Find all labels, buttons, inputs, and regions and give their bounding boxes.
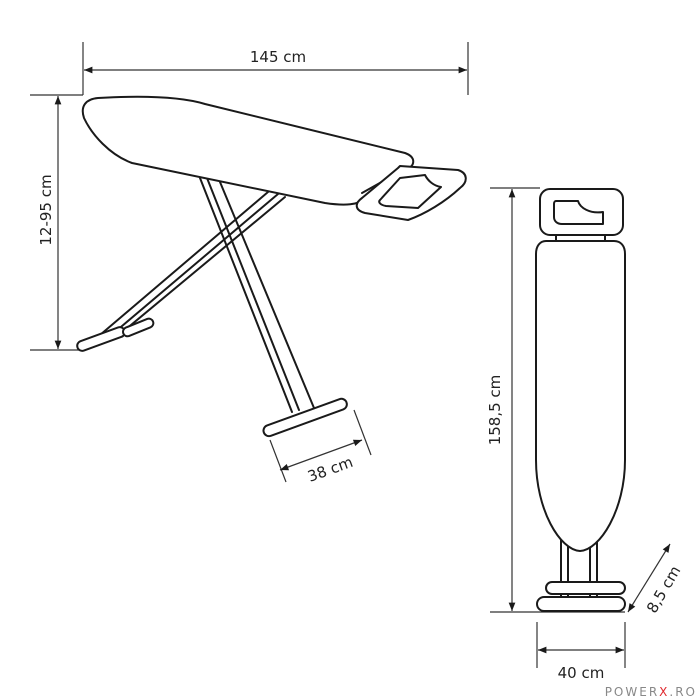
folded-height-label: 158,5 cm	[486, 375, 504, 446]
length-label: 145 cm	[250, 48, 306, 66]
iron-rest	[355, 165, 467, 221]
watermark-logo: POWERX.RO	[605, 685, 697, 699]
board-surface	[81, 95, 415, 206]
board-legs	[99, 177, 315, 413]
length-dimension: 145 cm	[82, 42, 469, 95]
folded-width-label: 40 cm	[558, 664, 605, 682]
folded-width-dimension: 40 cm	[536, 622, 626, 682]
left-feet	[76, 317, 155, 352]
front-foot-bar	[262, 397, 348, 438]
folded-board	[535, 188, 626, 612]
height-label: 12-95 cm	[37, 174, 55, 245]
folded-depth-label: 8,5 cm	[643, 563, 684, 617]
height-dimension: 12-95 cm	[30, 94, 83, 351]
folded-depth-dimension: 8,5 cm	[627, 543, 684, 617]
